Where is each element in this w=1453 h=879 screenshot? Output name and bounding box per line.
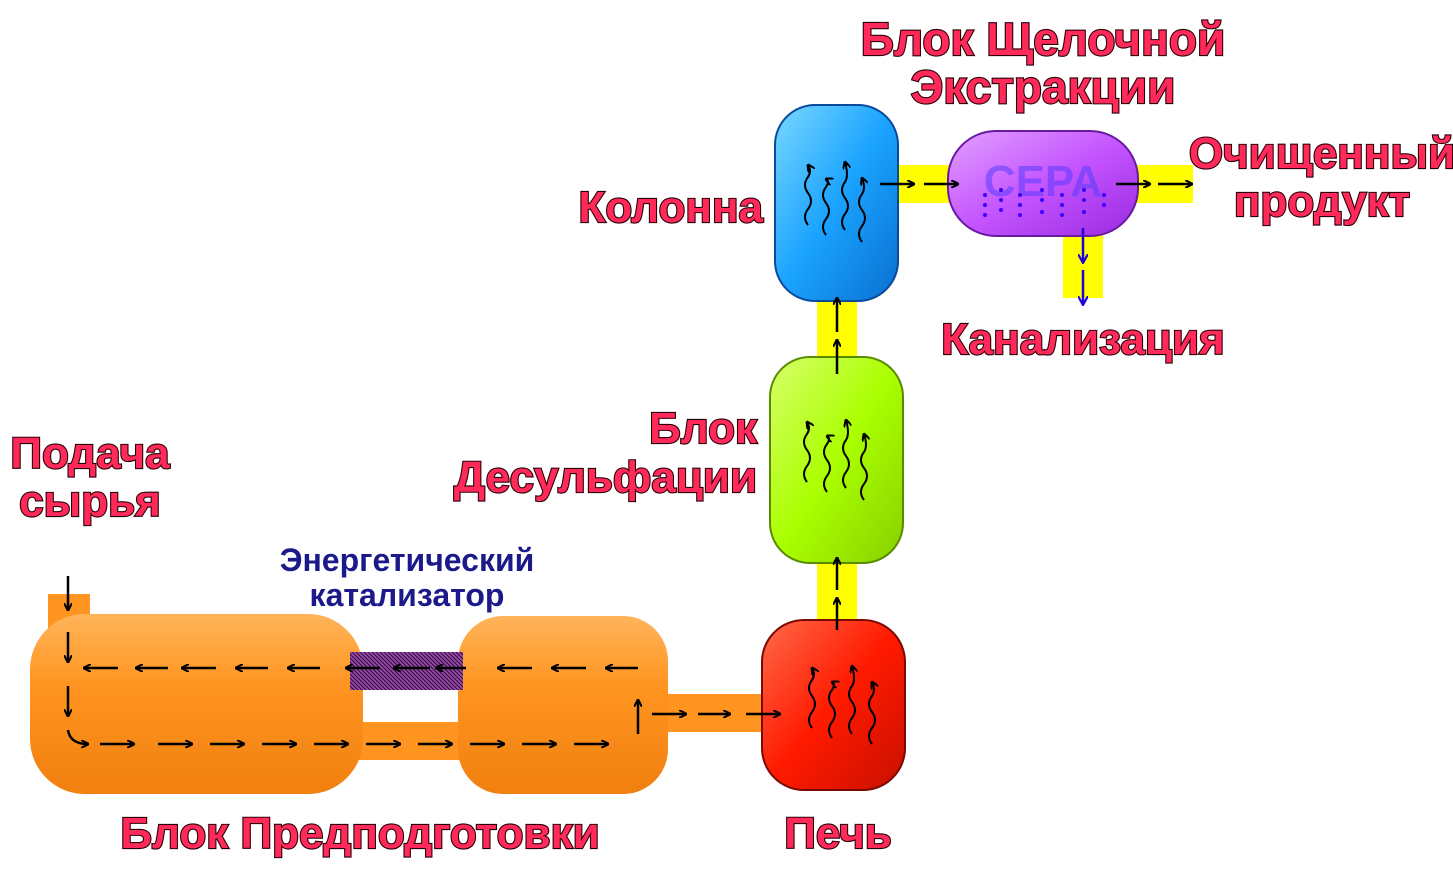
desulf-vessel xyxy=(769,356,904,564)
sewer-label: Канализация xyxy=(941,315,1224,364)
arrow-icon xyxy=(66,729,88,744)
alkali-block-title-line2: Экстракции xyxy=(911,61,1176,113)
desulf-label-line1: Блок xyxy=(649,404,758,453)
flow-arrows xyxy=(68,184,1192,744)
heat-waves xyxy=(803,162,875,745)
pretreatment-block-right xyxy=(458,616,668,794)
wavy-arrow-icon xyxy=(860,434,867,501)
alkali-block-title-line1: Блок Щелочной xyxy=(861,13,1225,65)
sulfur-dots xyxy=(983,188,1106,217)
desulf-label-line2: Десульфации xyxy=(454,453,757,502)
vessels xyxy=(30,104,1139,794)
purified-product-line2: продукт xyxy=(1234,177,1410,226)
wavy-arrow-icon xyxy=(858,178,865,243)
wavy-arrow-icon xyxy=(828,682,835,739)
pipe-pretreatment-bottom xyxy=(350,722,465,760)
pretreatment-label: Блок Предподготовки xyxy=(120,809,599,858)
wavy-arrow-icon xyxy=(868,682,875,745)
catalyst-bar xyxy=(350,652,463,690)
furnace-vessel xyxy=(761,619,906,791)
column-label: Колонна xyxy=(578,183,763,232)
feed-label-line2: сырья xyxy=(19,477,161,526)
pretreatment-block-left xyxy=(30,614,363,794)
feed-label-line1: Подача xyxy=(10,429,170,478)
sulfur-label: СЕРА xyxy=(984,157,1102,206)
wavy-arrow-icon xyxy=(848,666,855,735)
column-vessel xyxy=(774,104,899,302)
wavy-arrow-icon xyxy=(808,668,815,729)
wavy-arrow-icon xyxy=(823,436,830,493)
wavy-arrow-icon xyxy=(803,422,810,483)
catalyst-label-line1: Энергетический xyxy=(280,542,535,578)
wavy-arrow-icon xyxy=(804,165,811,226)
catalyst-label-line2: катализатор xyxy=(310,577,505,613)
purified-product-line1: Очищенный xyxy=(1189,129,1453,178)
wavy-arrow-icon xyxy=(842,420,849,489)
furnace-label: Печь xyxy=(784,809,892,858)
wavy-arrow-icon xyxy=(841,162,848,231)
wavy-arrow-icon xyxy=(822,179,829,236)
